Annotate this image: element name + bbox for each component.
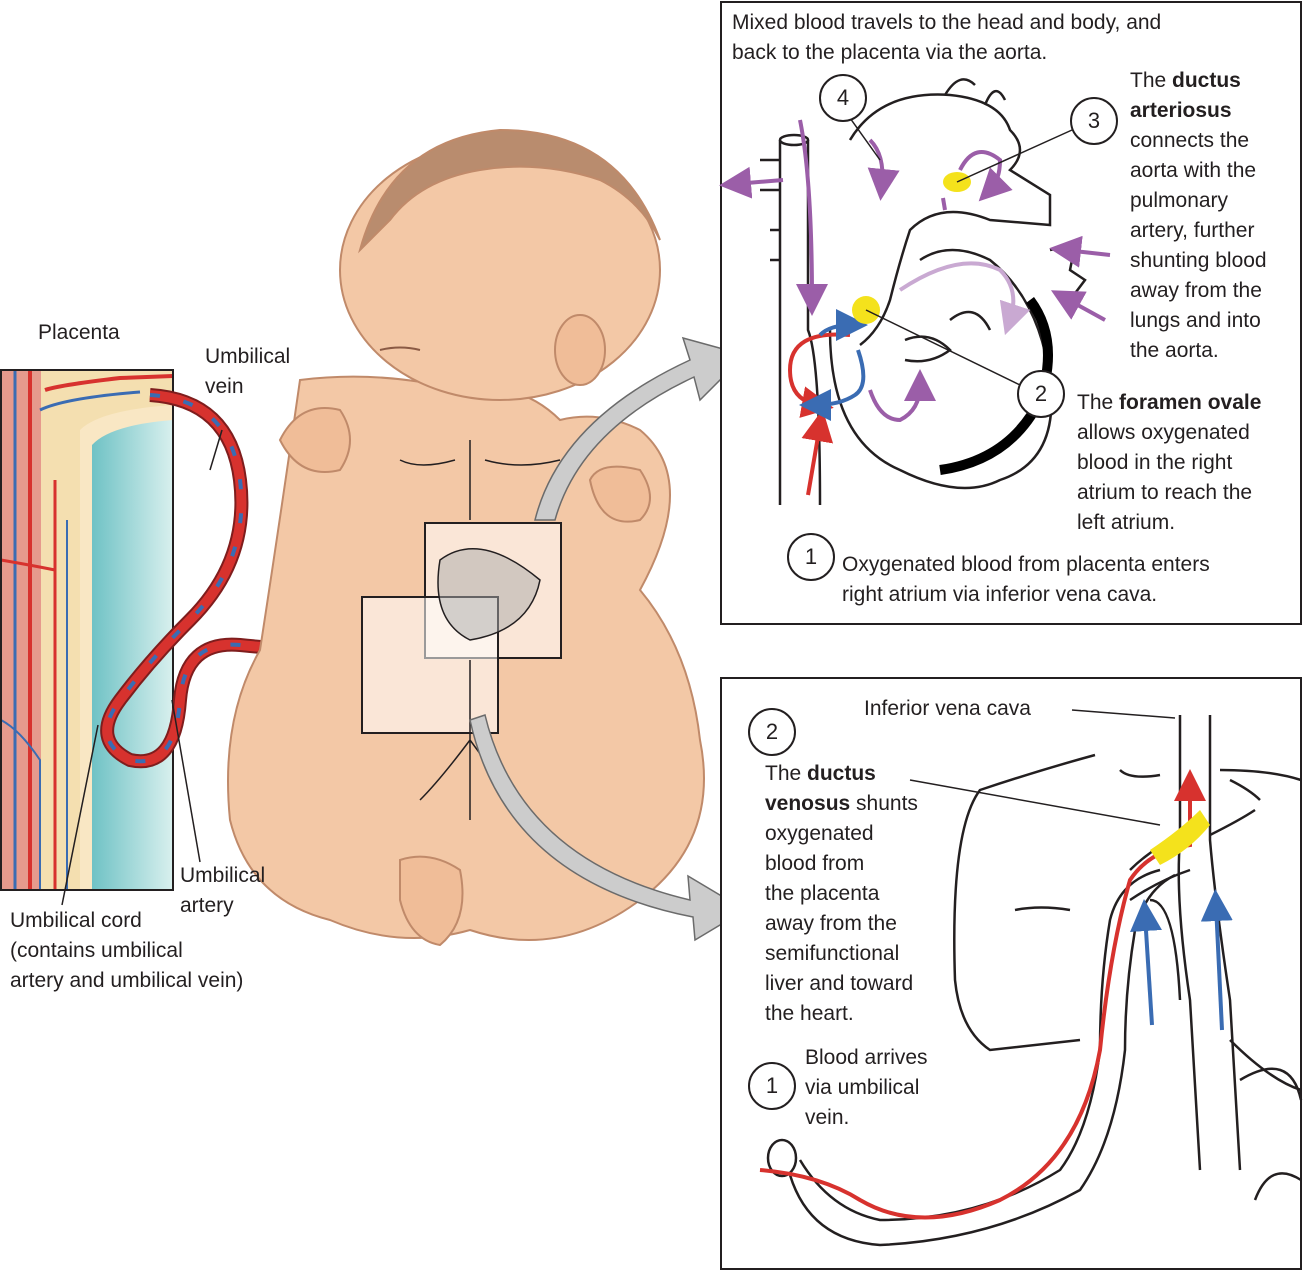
foramen-ovale-line: atrium to reach the [1077,481,1253,504]
umbilical-cord-label-line: Umbilical cord [10,909,142,932]
umbilical-cord-label: Umbilical cord (contains umbilical arter… [10,906,243,996]
heart-leader-lines [849,117,1073,386]
heart-step3-badge: 3 [1070,97,1118,145]
liver-step2-badge: 2 [748,708,796,756]
ductus-venosus-pre: The [765,762,808,785]
heart-step1-line: Oxygenated blood from placenta enters [842,553,1210,576]
heart-step1-line: right atrium via inferior vena cava. [842,583,1158,606]
ductus-venosus-line: semifunctional [765,942,900,965]
umbilical-vein-label: Umbilical vein [205,342,290,402]
ductus-arteriosus-line: aorta with the [1130,159,1257,182]
ductus-venosus-line: the heart. [765,1002,854,1025]
ductus-venosus-line: blood from [765,852,865,875]
umbilical-artery-label-line: Umbilical [180,864,266,887]
umbilical-cord-label-line: (contains umbilical [10,939,183,962]
foramen-ovale-pre: The [1077,391,1120,414]
umbilical-vein-label-line: vein [205,375,244,398]
ductus-arteriosus-heading: The ductus [1130,66,1267,96]
liver-leader-lines [909,709,1176,826]
ductus-arteriosus-line: away from the [1130,279,1262,302]
ductus-venosus-line: liver and toward [765,972,914,995]
ductus-venosus-bold: venosus [765,792,851,815]
ductus-venosus-text: The ductus venosus shunts oxygenated blo… [765,759,918,1029]
ductus-arteriosus-bold: ductus [1172,69,1241,92]
ivc-label: Inferior vena cava [864,697,1031,720]
umbilical-cord-label-line: artery and umbilical vein) [10,969,244,992]
ductus-venosus-bold: ductus [807,762,876,785]
left-leader-lines [61,429,223,906]
ductus-arteriosus-line: connects the [1130,129,1250,152]
heart-flow-arrows [719,119,1111,496]
foramen-ovale-bold: foramen ovale [1119,391,1262,414]
placenta-label: Placenta [38,321,120,344]
ductus-venosus-after: shunts [850,792,918,815]
liver-step1-line: via umbilical [805,1076,920,1099]
umbilical-artery-label: Umbilical artery [180,861,265,921]
liver-step1-text: Blood arrives via umbilical vein. [805,1043,928,1133]
foramen-ovale-line: allows oxygenated [1077,421,1250,444]
foramen-ovale-text: The foramen ovale allows oxygenated bloo… [1077,388,1261,538]
heart-top-note-line: back to the placenta via the aorta. [732,41,1048,64]
heart-step2-badge: 2 [1017,370,1065,418]
liver-diagram [766,715,1303,1247]
ductus-arteriosus-line: pulmonary [1130,189,1229,212]
ductus-venosus-line: the placenta [765,882,880,905]
liver-step1-badge: 1 [748,1062,796,1110]
heart-step1-text: Oxygenated blood from placenta enters ri… [842,550,1210,610]
ductus-arteriosus-pre: The [1130,69,1173,92]
heart-step1-badge: 1 [787,533,835,581]
ductus-arteriosus-line: shunting blood [1130,249,1267,272]
heart-top-note-line: Mixed blood travels to the head and body… [732,11,1162,34]
umbilical-artery-label-line: artery [180,894,234,917]
ductus-venosus-line: oxygenated [765,822,874,845]
foramen-ovale-line: blood in the right [1077,451,1233,474]
ductus-venosus-highlight [1150,810,1210,865]
liver-flow-arrows [759,769,1233,1220]
heart-top-note: Mixed blood travels to the head and body… [732,8,1161,68]
liver-step1-line: vein. [805,1106,850,1129]
ductus-arteriosus-line: artery, further [1130,219,1255,242]
ductus-arteriosus-bold: arteriosus [1130,99,1232,122]
ductus-venosus-line: away from the [765,912,897,935]
foramen-ovale-line: left atrium. [1077,511,1176,534]
arrow-icon [469,714,747,942]
ductus-arteriosus-line: the aorta. [1130,339,1219,362]
umbilical-vein-label-line: Umbilical [205,345,291,368]
ductus-arteriosus-text: The ductus arteriosus connects the aorta… [1130,66,1267,366]
heart-step4-badge: 4 [819,74,867,122]
liver-step1-line: Blood arrives [805,1046,928,1069]
placenta-section [0,369,174,891]
ductus-arteriosus-line: lungs and into [1130,309,1261,332]
